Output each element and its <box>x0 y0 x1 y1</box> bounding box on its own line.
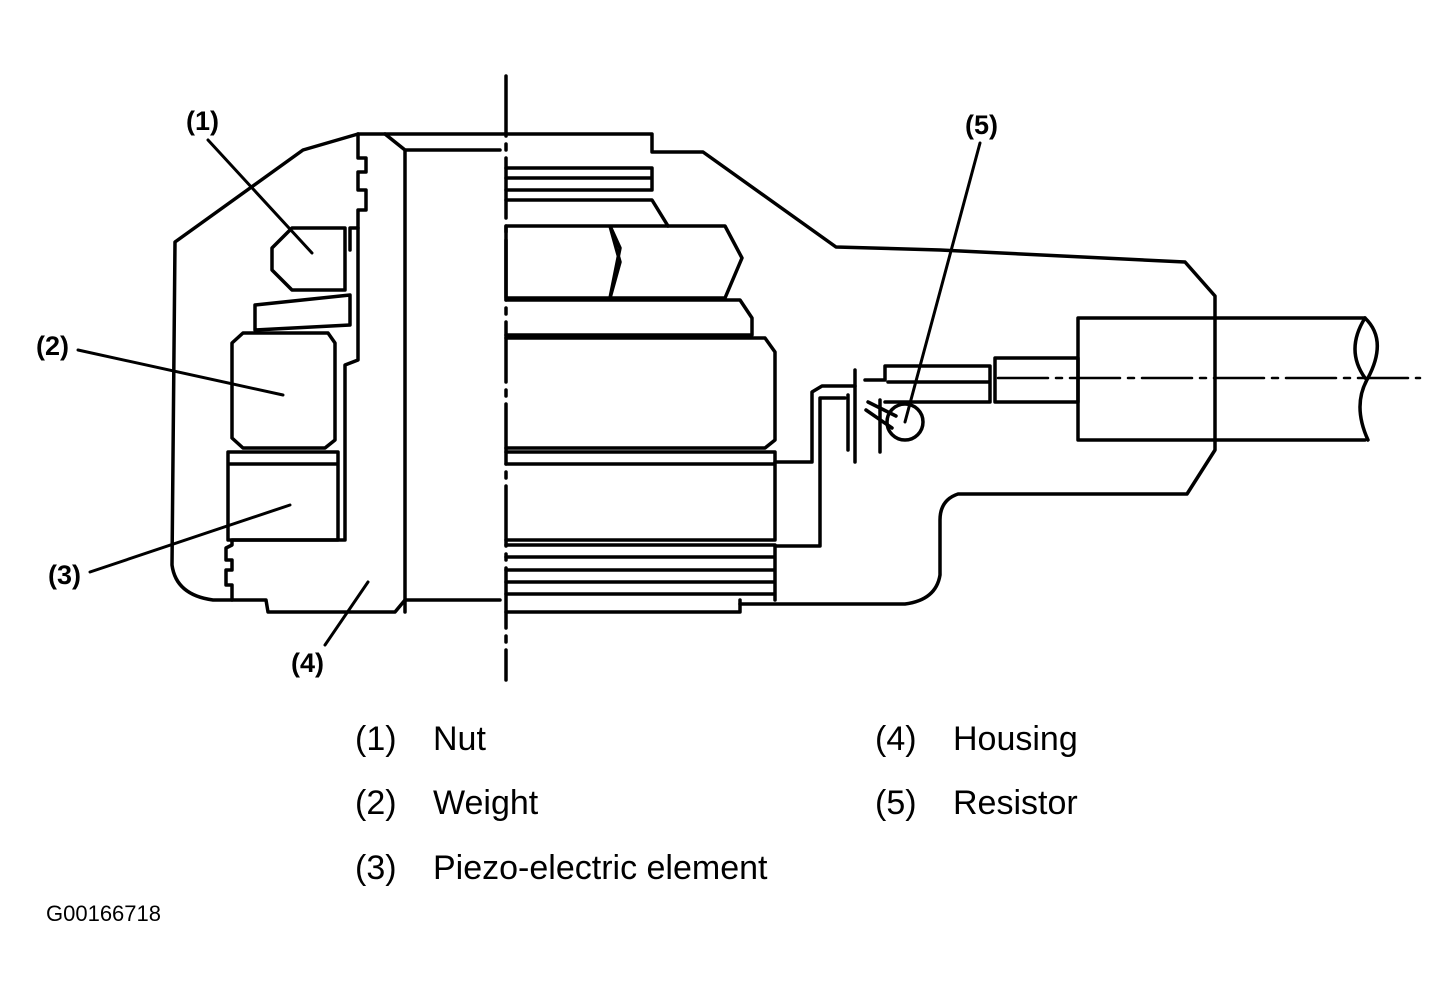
callout-4: (4) <box>291 648 324 678</box>
terminal-block <box>846 364 992 464</box>
legend-number: (5) <box>875 784 917 822</box>
leader-line-4 <box>323 580 370 647</box>
spring-washer <box>253 293 754 337</box>
nut-left <box>270 226 347 292</box>
leader-line-1 <box>206 138 314 255</box>
legend-label: Weight <box>433 784 539 822</box>
lower-threads <box>504 543 777 614</box>
legend-label: Nut <box>433 720 486 758</box>
legend-number: (1) <box>355 720 397 758</box>
legend-number: (3) <box>355 849 397 887</box>
figure-id: G00166718 <box>46 901 161 926</box>
resistor-symbol <box>885 402 925 442</box>
legend-label: Piezo-electric element <box>433 849 768 887</box>
weight-right <box>504 336 777 450</box>
leader-line-3 <box>88 503 292 574</box>
connector-sleeve <box>993 356 1080 404</box>
legend-number: (2) <box>355 784 397 822</box>
callout-2: (2) <box>36 331 69 361</box>
lead-wire <box>773 384 857 548</box>
housing-outline <box>170 132 502 614</box>
stud-shaft <box>383 132 502 614</box>
resistor-lead <box>864 400 898 430</box>
weight-left <box>230 331 337 450</box>
callout-3: (3) <box>48 560 81 590</box>
legend-number: (4) <box>875 720 917 758</box>
washer-top <box>504 166 670 228</box>
legend-label: Resistor <box>953 784 1078 822</box>
callout-1: (1) <box>186 106 219 136</box>
stud-left-wall <box>224 226 360 602</box>
nut-right-hex <box>504 224 744 300</box>
leader-line-5 <box>903 141 982 424</box>
piezo-right <box>504 450 777 542</box>
housing-outline-right <box>356 132 1217 606</box>
piezo-left <box>226 450 340 542</box>
callout-5: (5) <box>965 110 998 140</box>
legend-label: Housing <box>953 720 1078 758</box>
leader-line-2 <box>76 348 285 397</box>
